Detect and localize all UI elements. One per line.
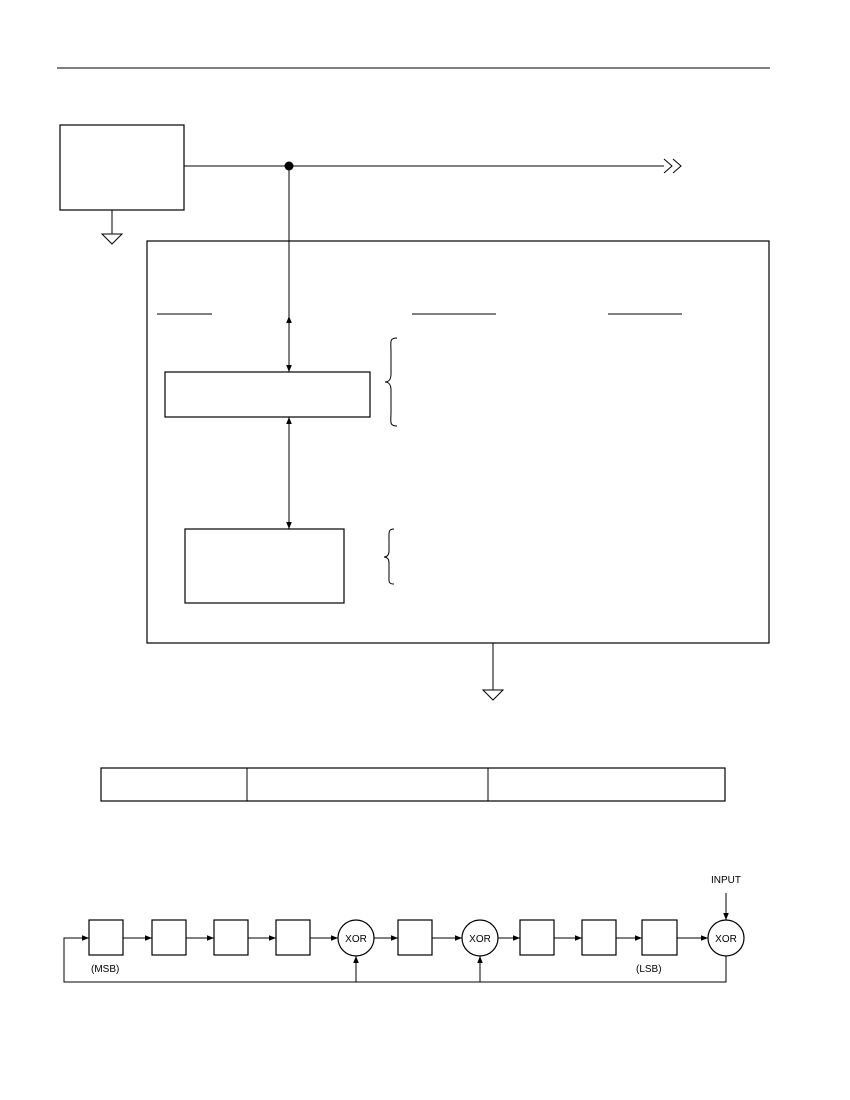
xor-gate-1-label: XOR <box>345 934 367 945</box>
upper-block <box>164 371 371 418</box>
register-6 <box>519 919 555 956</box>
feedback-path <box>63 935 727 983</box>
lower-brace-icon <box>383 528 395 585</box>
msb-label: (MSB) <box>91 964 119 975</box>
xor-gate-2-label: XOR <box>469 934 491 945</box>
register-7 <box>581 919 617 956</box>
bus-junction-dot <box>284 161 294 171</box>
upper-brace-icon <box>384 337 398 427</box>
register-4 <box>275 919 311 956</box>
register-1-msb <box>88 919 124 956</box>
register-8-lsb <box>641 919 678 956</box>
lower-block <box>184 528 345 604</box>
device-ground-icon <box>481 689 505 701</box>
bus-continuation-icon <box>663 158 682 174</box>
register-3 <box>213 919 249 956</box>
block-diagram <box>59 124 770 701</box>
lsb-label: (LSB) <box>636 964 662 975</box>
crc-shift-register-diagram: XOR XOR XOR INPUT (MSB) (LSB) <box>63 875 745 983</box>
register-5 <box>397 919 433 956</box>
master-box <box>59 124 185 211</box>
empty-table <box>100 767 726 802</box>
xor-gate-input-label: XOR <box>715 934 737 945</box>
table-outline <box>100 767 726 802</box>
register-2 <box>151 919 187 956</box>
master-ground-icon <box>100 233 124 245</box>
input-label: INPUT <box>711 875 741 886</box>
